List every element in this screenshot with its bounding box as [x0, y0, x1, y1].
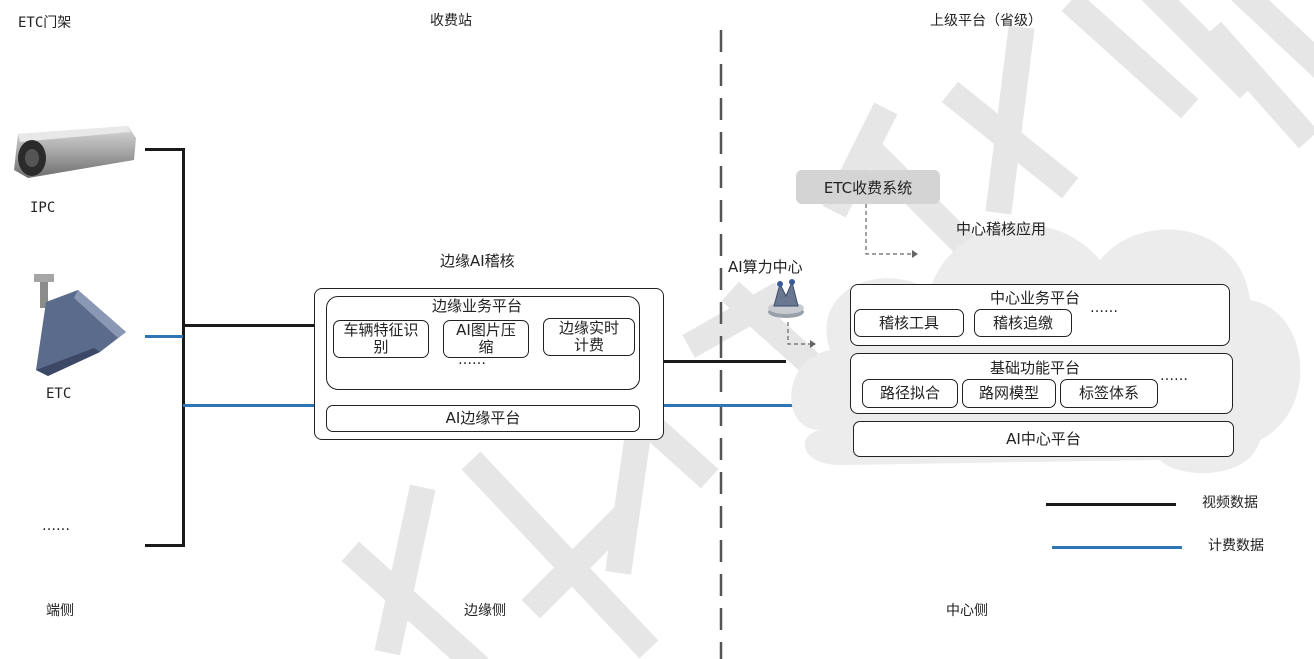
ai-edge-platform-label: AI边缘平台	[445, 409, 521, 427]
edge-ai-audit-title: 边缘AI稽核	[440, 252, 515, 270]
center-business-platform-title: 中心业务平台	[990, 289, 1081, 307]
column-title-toll-station: 收费站	[430, 13, 472, 29]
module-edge-billing: 边缘实时计费	[543, 318, 635, 356]
column-title-provincial: 上级平台（省级）	[930, 13, 1042, 29]
business-modules-more: ……	[1090, 300, 1118, 316]
device-more: ……	[42, 518, 70, 534]
edge-video-link	[183, 324, 315, 327]
column-title-etc-gantry: ETC门架	[18, 15, 72, 31]
bottom-label-edge-side: 边缘侧	[464, 603, 506, 619]
module-label: 边缘实时计费	[558, 319, 619, 354]
edge-business-platform-title: 边缘业务平台	[432, 297, 523, 315]
ai-center-platform-label: AI中心平台	[1006, 429, 1081, 448]
etc-charging-system-label: ETC收费系统	[823, 178, 913, 197]
ai-compute-arrow	[787, 322, 816, 348]
module-label: 车辆特征识别	[343, 321, 419, 356]
device-label-etc: ETC	[46, 386, 72, 402]
module-road-network-model: 路网模型	[962, 379, 1056, 408]
module-ai-compress: AI图片压缩	[443, 320, 529, 358]
module-audit-recovery: 稽核追缴	[974, 309, 1072, 337]
center-audit-app-title: 中心稽核应用	[956, 220, 1047, 238]
device-label-ipc: IPC	[30, 200, 56, 216]
legend-billing-label: 计费数据	[1208, 538, 1264, 554]
ipc-video-line	[145, 148, 185, 151]
center-billing-link	[664, 404, 795, 407]
etc-charging-system-box: ETC收费系统	[796, 170, 940, 204]
edge-modules-more: ……	[458, 352, 486, 368]
module-label: 路径拟合	[879, 384, 940, 402]
module-label: AI图片压缩	[456, 321, 516, 356]
bottom-label-end-side: 端侧	[46, 603, 74, 619]
ipc-camera-icon	[14, 126, 136, 178]
legend-video-label: 视频数据	[1202, 495, 1258, 511]
module-label: 稽核追缴	[992, 313, 1053, 332]
ai-edge-platform: AI边缘平台	[326, 405, 640, 432]
legend-video-swatch	[1046, 503, 1176, 506]
module-label: 稽核工具	[878, 313, 939, 332]
edge-billing-link	[183, 404, 315, 407]
module-audit-tools: 稽核工具	[854, 309, 964, 337]
gantry-bus-line	[182, 148, 185, 547]
etc-system-arrow	[865, 204, 918, 258]
ai-compute-center-title: AI算力中心	[728, 258, 803, 276]
ai-compute-icon	[768, 279, 804, 318]
etc-billing-line	[145, 335, 183, 338]
foundation-modules-more: ……	[1160, 368, 1188, 384]
ai-center-platform: AI中心平台	[853, 421, 1234, 457]
legend-billing-swatch	[1052, 546, 1182, 549]
bottom-label-center-side: 中心侧	[946, 603, 988, 619]
module-path-fitting: 路径拟合	[862, 379, 958, 408]
module-label: 标签体系	[1078, 384, 1139, 402]
foundation-platform-title: 基础功能平台	[990, 359, 1081, 377]
more-video-line	[145, 544, 185, 547]
divider-dashed-line	[719, 30, 723, 659]
module-tag-system: 标签体系	[1060, 379, 1158, 408]
module-label: 路网模型	[978, 384, 1039, 402]
module-vehicle-feature: 车辆特征识别	[333, 320, 429, 358]
center-video-link	[664, 360, 786, 363]
etc-antenna-icon	[34, 274, 126, 376]
